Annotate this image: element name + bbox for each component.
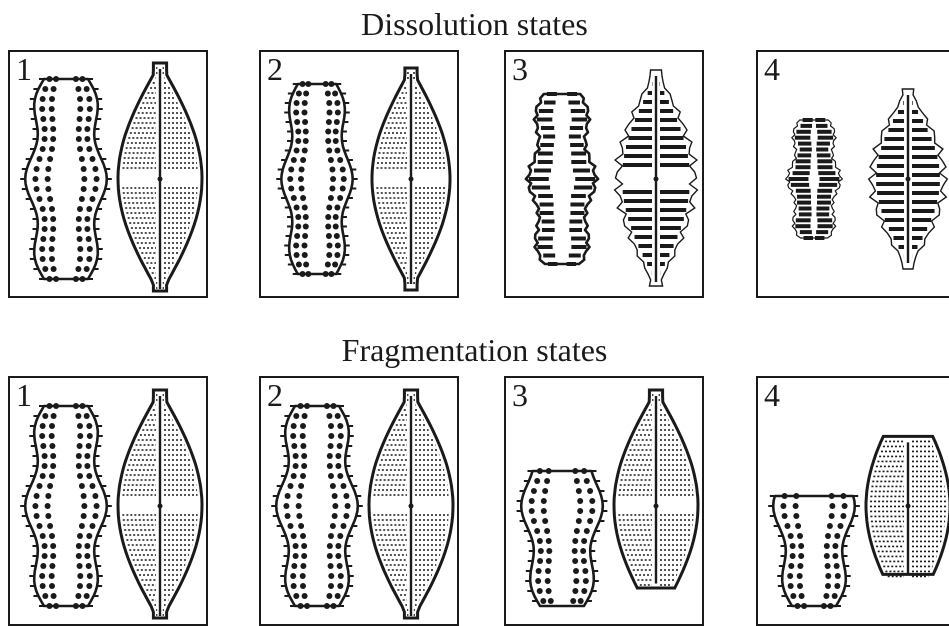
diatom-illustration	[506, 52, 704, 298]
fragmentation-panel-1: 1	[8, 376, 208, 626]
girdle-view	[517, 468, 608, 606]
girdle-view	[276, 81, 357, 277]
girdle-view	[20, 76, 112, 282]
dissolution-panel-1: 1	[8, 50, 208, 298]
diatom-illustration	[758, 378, 949, 626]
girdle-view	[786, 120, 843, 238]
dissolution-states-title: Dissolution states	[0, 6, 949, 43]
diatom-illustration	[10, 378, 208, 626]
diatom-illustration	[758, 52, 949, 298]
dissolution-panel-2: 2	[259, 50, 459, 298]
fragmentation-panel-2: 2	[259, 376, 459, 626]
diatom-illustration	[10, 52, 208, 298]
valve-view	[118, 63, 202, 291]
valve-view	[372, 68, 450, 290]
fragmentation-panel-3: 3	[504, 376, 704, 626]
diatom-illustration	[261, 378, 459, 626]
valve-view	[615, 70, 698, 286]
valve-view	[118, 390, 202, 618]
girdle-view	[20, 403, 112, 609]
dissolution-panel-3: 3	[504, 50, 704, 298]
diatom-illustration	[261, 52, 459, 298]
dissolution-panel-4: 4	[756, 50, 949, 298]
valve-view	[369, 390, 453, 618]
diatom-illustration	[506, 378, 704, 626]
fragmentation-states-title: Fragmentation states	[0, 332, 949, 369]
valve-view	[866, 436, 949, 576]
valve-view	[614, 390, 698, 588]
valve-view	[869, 89, 948, 269]
girdle-view	[271, 403, 363, 609]
girdle-view	[768, 493, 860, 609]
girdle-view	[526, 94, 598, 264]
fragmentation-panel-4: 4	[756, 376, 949, 626]
